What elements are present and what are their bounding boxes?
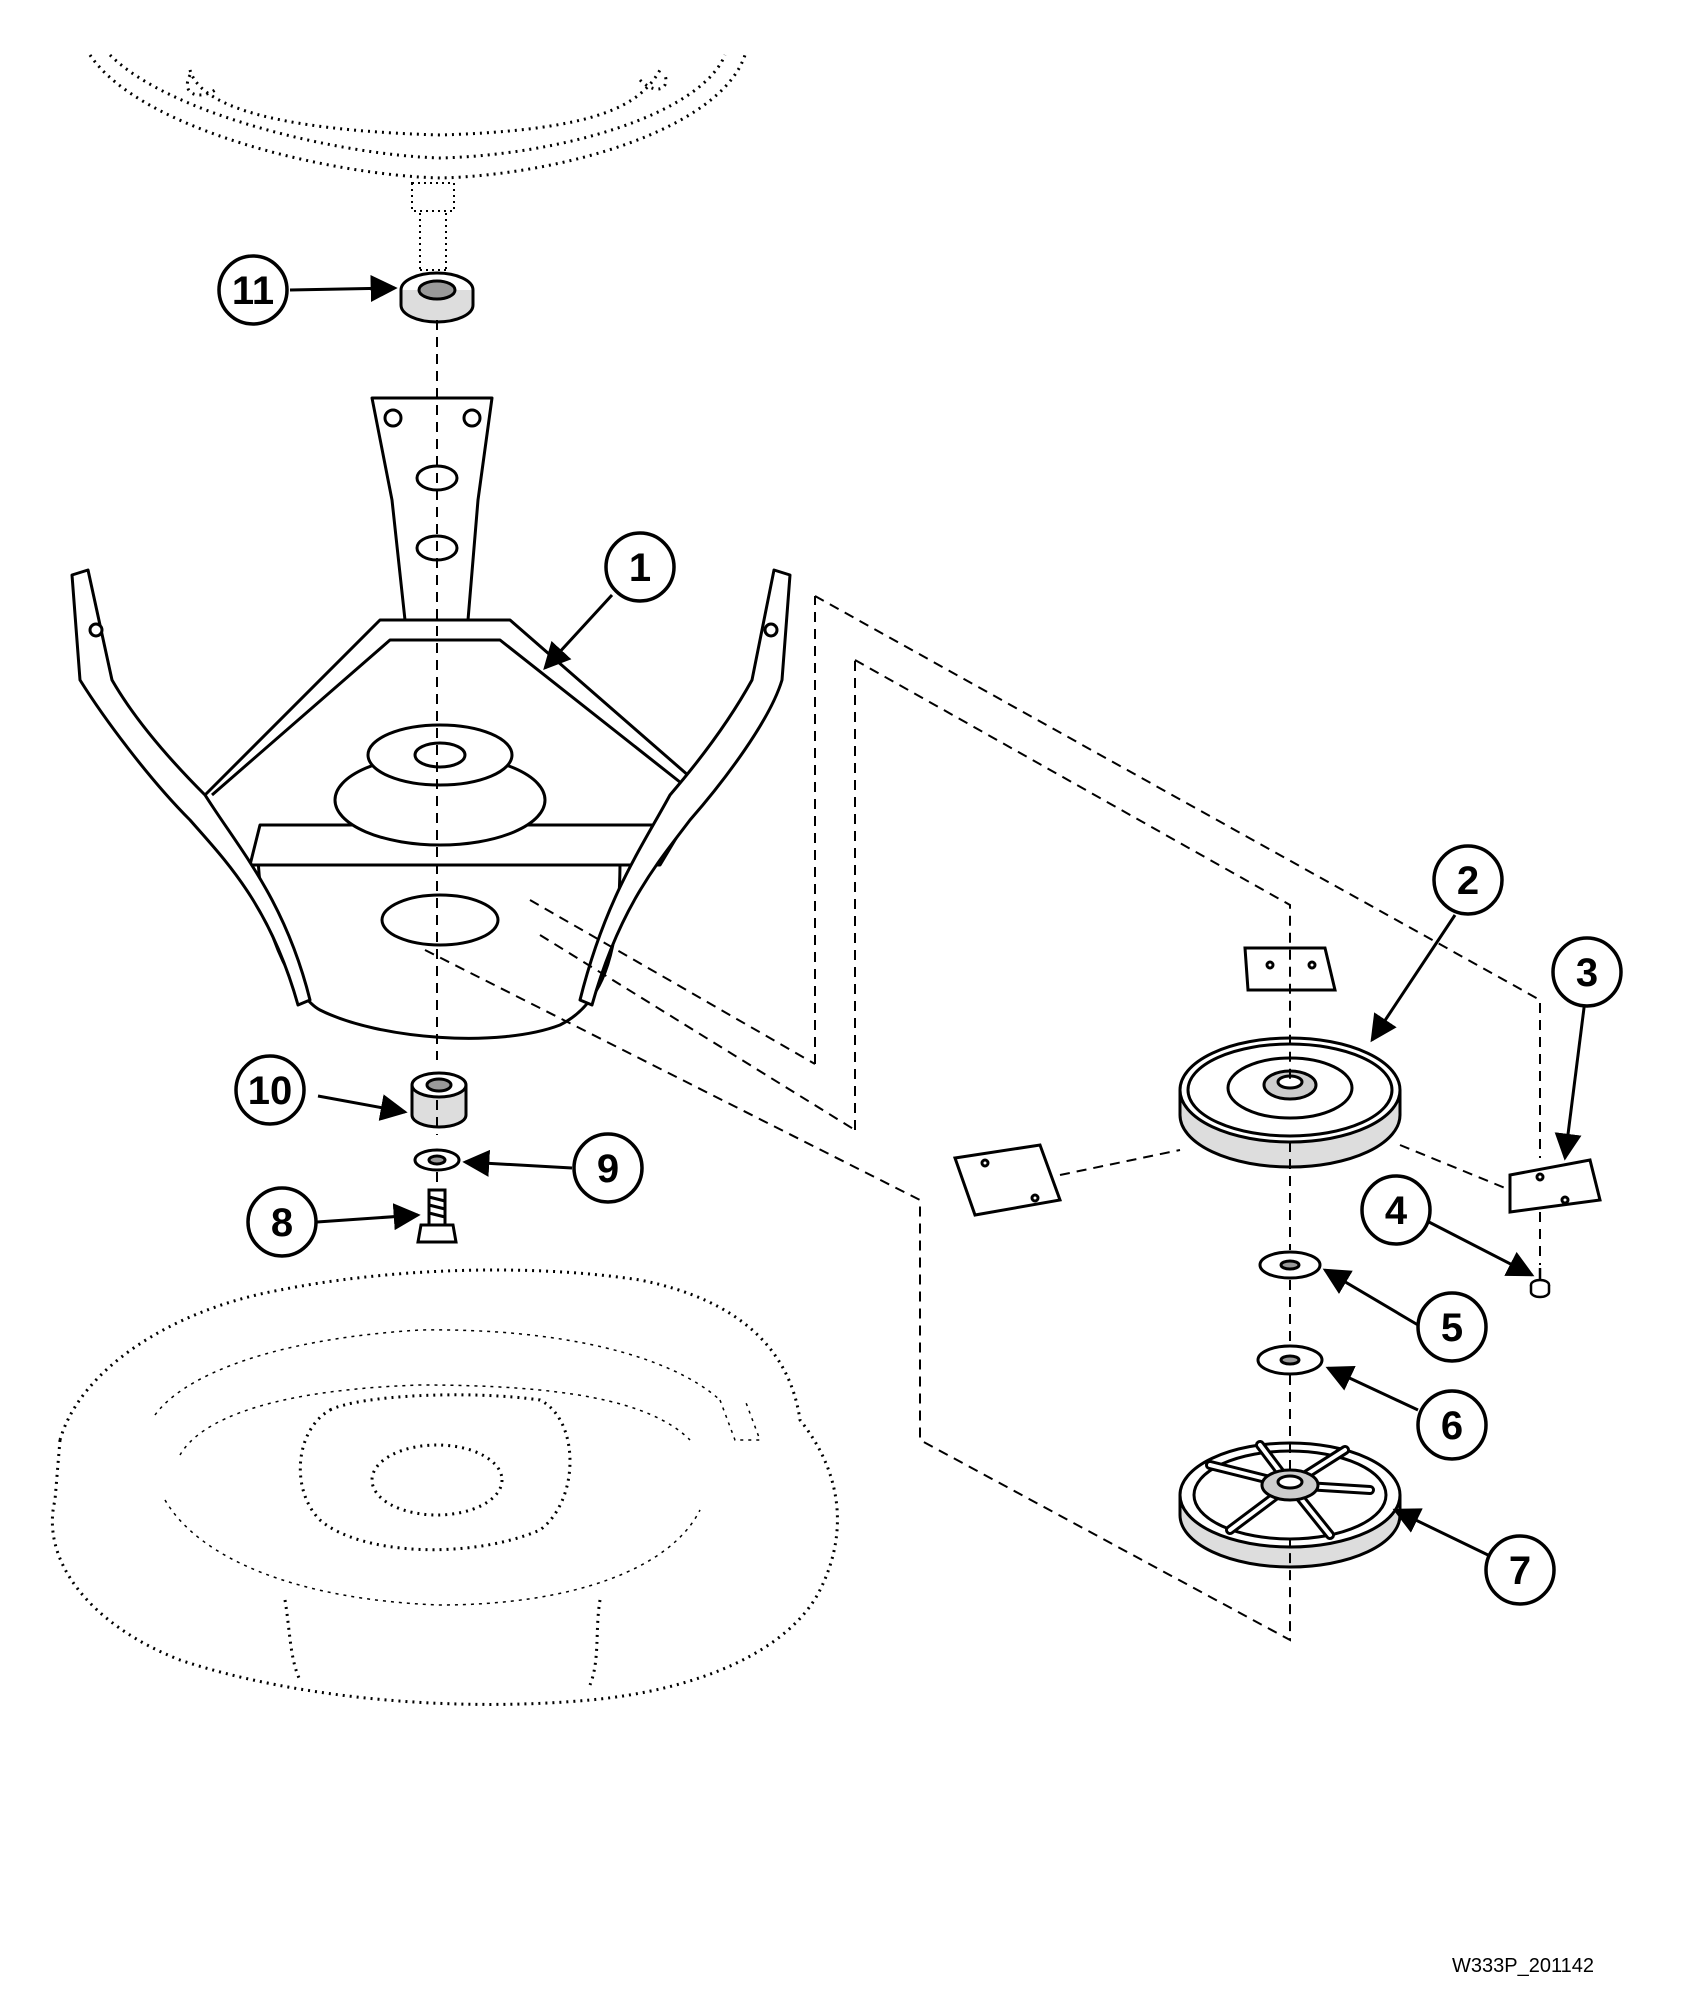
callout-8: 8 bbox=[246, 1186, 318, 1258]
callout-10: 10 bbox=[234, 1054, 306, 1126]
svg-text:9: 9 bbox=[597, 1147, 619, 1191]
svg-text:2: 2 bbox=[1457, 859, 1479, 903]
svg-text:3: 3 bbox=[1576, 951, 1598, 995]
callout-1: 1 bbox=[604, 531, 676, 603]
washer-part-6 bbox=[1256, 1344, 1324, 1376]
svg-text:4: 4 bbox=[1385, 1189, 1408, 1233]
pulley-part-7 bbox=[1178, 1440, 1402, 1569]
callout-6: 6 bbox=[1416, 1389, 1488, 1461]
svg-text:7: 7 bbox=[1509, 1549, 1531, 1593]
washer-part-9 bbox=[413, 1148, 461, 1172]
phantom-tub-top bbox=[88, 53, 747, 180]
callout-4: 4 bbox=[1360, 1174, 1432, 1246]
callout-5: 5 bbox=[1416, 1291, 1488, 1363]
svg-text:1: 1 bbox=[629, 546, 651, 590]
screw-part-4 bbox=[1529, 1268, 1551, 1299]
alignment-lines bbox=[424, 320, 1541, 1642]
svg-text:5: 5 bbox=[1441, 1306, 1463, 1350]
drawing-id-label: W333P_201142 bbox=[1452, 1955, 1594, 1977]
drive-shaft bbox=[411, 182, 455, 271]
suspension-assembly-part-1 bbox=[70, 396, 792, 1040]
svg-text:11: 11 bbox=[232, 269, 274, 313]
bolt-part-8 bbox=[416, 1188, 458, 1244]
phantom-base-bottom bbox=[50, 1268, 839, 1706]
callout-3: 3 bbox=[1551, 936, 1623, 1008]
callout-11: 11 bbox=[217, 254, 289, 326]
svg-text:10: 10 bbox=[248, 1069, 293, 1113]
bearing-part-11 bbox=[399, 271, 475, 324]
svg-text:6: 6 bbox=[1441, 1404, 1463, 1448]
phantom-base-detail bbox=[154, 1329, 762, 1606]
plate-part-3 bbox=[1508, 1158, 1602, 1214]
callout-leaders bbox=[289, 274, 1587, 1557]
washer-part-5 bbox=[1258, 1250, 1322, 1280]
callout-2: 2 bbox=[1432, 844, 1504, 916]
callout-7: 7 bbox=[1484, 1534, 1556, 1606]
svg-text:8: 8 bbox=[271, 1201, 293, 1245]
callout-9: 9 bbox=[572, 1132, 644, 1204]
plate-left bbox=[952, 1143, 1063, 1217]
bushing-part-10 bbox=[410, 1071, 468, 1129]
